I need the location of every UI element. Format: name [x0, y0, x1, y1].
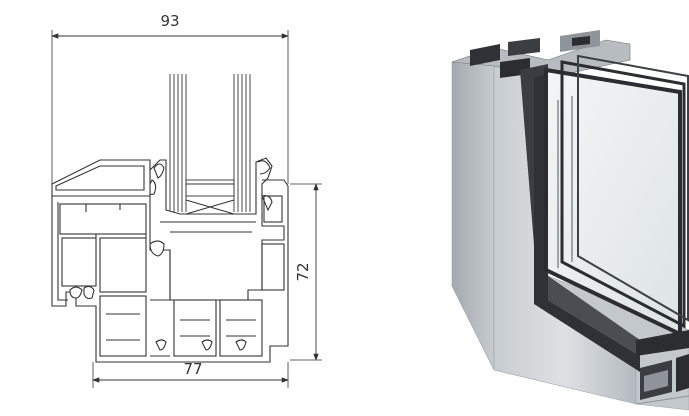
dimension-bottom: 77 [92, 360, 289, 388]
dim-top-label: 93 [160, 12, 179, 30]
technical-drawing: 93 77 72 [51, 12, 322, 388]
dimension-right: 72 [290, 183, 322, 361]
frame-profile [51, 159, 289, 363]
sash-profile [147, 157, 285, 301]
profile-3d-render [451, 30, 689, 411]
dimension-top: 93 [51, 12, 289, 184]
dim-right-label: 72 [294, 262, 312, 281]
dim-bottom-label: 77 [183, 360, 202, 378]
glass-pane-lines [169, 74, 251, 212]
